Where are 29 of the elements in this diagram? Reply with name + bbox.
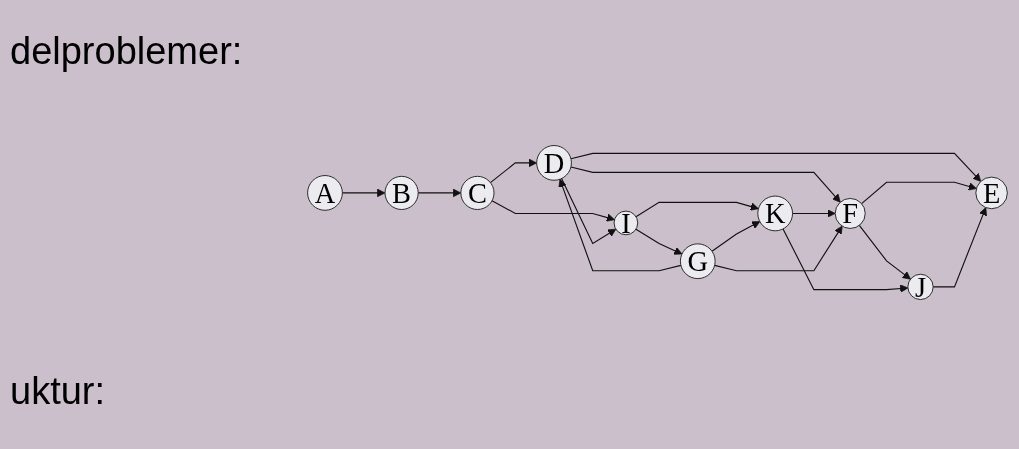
- arrow: [341, 188, 386, 197]
- arrow: [635, 228, 683, 255]
- node-circle: A: [307, 174, 343, 211]
- node-circle: I: [613, 210, 639, 235]
- arrow: [558, 178, 682, 271]
- node-circle: C: [460, 175, 495, 210]
- arrow: [791, 208, 836, 218]
- note-text: uktur:: [10, 370, 106, 413]
- note-text: delproblemer:: [10, 30, 243, 73]
- node-circle: K: [757, 195, 794, 231]
- node-circle: F: [834, 197, 866, 229]
- arrow: [570, 152, 982, 182]
- node-circle: E: [975, 176, 1008, 209]
- arrow: [635, 201, 759, 217]
- node-circle: J: [907, 273, 934, 300]
- arrow: [417, 188, 462, 197]
- arrow: [561, 177, 617, 244]
- arrow: [861, 181, 977, 204]
- arrow: [570, 166, 841, 203]
- arrow: [782, 227, 909, 293]
- arrow: [858, 224, 911, 280]
- arrow: [932, 206, 987, 288]
- node-circle: D: [536, 144, 572, 181]
- arrow: [714, 225, 843, 271]
- arrow: [491, 199, 615, 222]
- node-circle: B: [384, 175, 419, 210]
- node-circle: G: [679, 242, 716, 279]
- arrow: [489, 158, 538, 183]
- arrow: [711, 220, 761, 252]
